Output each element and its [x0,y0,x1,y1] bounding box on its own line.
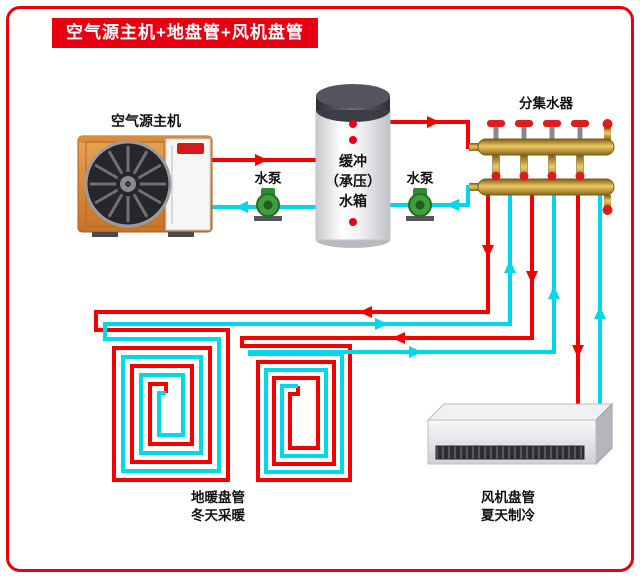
flow-arrow [446,199,459,211]
flow-arrow [409,346,422,358]
return-manifold-bar [477,178,615,196]
flow-arrow [427,116,440,128]
flow-arrow [482,245,494,258]
drain-cap [602,205,613,215]
tank-label-line3: 水箱 [339,193,367,209]
pipe-floor-coil1-supply [94,193,490,482]
flow-arrow [359,306,372,318]
buffer-tank: 缓冲 （承压） 水箱 [315,84,391,248]
flow-arrow [526,271,538,284]
brand-badge [177,143,204,154]
flow-arrow [392,332,405,344]
flow-arrow [504,260,516,273]
water-pump-1: 水泵 [254,170,282,221]
side-panel [165,138,211,231]
pump-2-label: 水泵 [407,170,434,186]
vent-cap [602,119,613,129]
return-flow-arrows [235,199,606,358]
fan-icon [84,140,172,228]
tank-indicator-dot [349,218,357,226]
manifold-label: 分集水器 [519,95,573,111]
tank-label-line1: 缓冲 [339,153,367,169]
flow-arrow [594,306,606,319]
manifold: 分集水器 [469,95,615,215]
flow-arrow [255,154,268,166]
flow-arrow [548,286,560,299]
pipe-floor-coil1-return [103,193,512,473]
air-outlet-grille [435,445,585,460]
flow-arrow [235,201,248,213]
flow-arrow [375,318,388,330]
floor-coil-label-line1: 地暖盘管 [191,489,245,505]
floor-coil-label-line2: 冬天采暖 [191,507,245,523]
flow-arrow [572,345,584,358]
pipe-manifold-to-tank-return [386,185,478,207]
pipe-tank-to-manifold-supply [386,120,478,149]
floor-coil-label: 地暖盘管 冬天采暖 [191,489,245,523]
diagram-title: 空气源主机+地盘管+风机盘管 [52,18,318,48]
pipe-floor-coil2-return [248,193,556,474]
fan-coil-unit: 风机盘管 夏天制冷 [426,402,614,523]
supply-manifold-bar [477,138,615,156]
fan-coil-label-line2: 夏天制冷 [480,507,535,523]
fan-coil-label-line1: 风机盘管 [481,489,535,505]
pump-1-label: 水泵 [255,170,282,186]
tank-indicator-dot [349,120,357,128]
pipe-floor-coil2-supply [240,193,534,482]
supply-flow-arrows [255,116,584,358]
tank-label-line2: （承压） [325,173,381,189]
water-pump-2: 水泵 [406,170,434,221]
tank-indicator-dot [349,136,357,144]
supply-piping [94,120,580,482]
manifold-valve-handles [487,120,589,139]
heat-pump-unit: 空气源主机 [77,113,213,237]
heat-pump-label: 空气源主机 [111,113,181,129]
